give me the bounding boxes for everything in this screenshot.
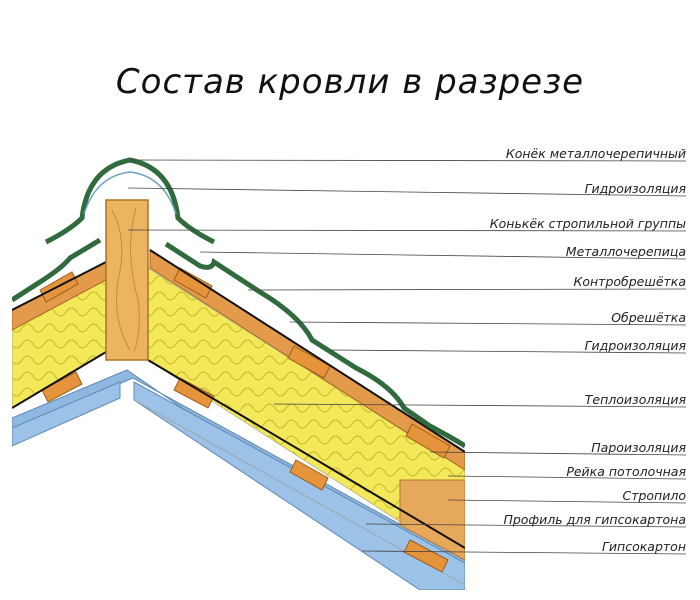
layer-label: Пароизоляция xyxy=(591,440,686,455)
metal-tile-right xyxy=(164,241,465,449)
layer-label: Стропило xyxy=(622,488,686,503)
vapour-barrier-line xyxy=(147,359,465,549)
gypsum-board-right xyxy=(133,381,465,590)
leader-line xyxy=(365,523,687,528)
layer-label: Гидроизоляция xyxy=(585,181,687,196)
roof-layers xyxy=(12,157,465,590)
layer-label: Гипсокартон xyxy=(602,539,686,554)
leader-line xyxy=(199,251,687,260)
leader-line xyxy=(289,321,687,326)
leader-line xyxy=(361,550,687,555)
leader-line xyxy=(429,451,687,456)
layer-label: Рейка потолочная xyxy=(566,464,686,479)
leader-line xyxy=(127,187,687,197)
leader-line xyxy=(247,288,687,291)
leader-lines xyxy=(127,159,687,555)
layer-label: Профиль для гипсокартона xyxy=(503,512,686,527)
layer-label: Металлочерепица xyxy=(566,244,686,259)
layer-label: Обрешётка xyxy=(611,310,686,325)
diagram-title: Состав кровли в разрезе xyxy=(115,62,585,102)
layer-label: Гидроизоляция xyxy=(585,338,687,353)
layer-label: Конёк металлочерепичный xyxy=(506,146,686,161)
leader-line xyxy=(127,229,687,232)
leader-line xyxy=(329,349,687,354)
layer-label: Теплоизоляция xyxy=(585,392,687,407)
leader-line xyxy=(447,499,687,504)
batten-set-right xyxy=(173,267,451,573)
leader-line xyxy=(129,159,687,162)
gypsum-board-left xyxy=(12,381,121,447)
leader-line xyxy=(273,403,687,408)
metal-tile-left xyxy=(12,237,102,303)
leader-line xyxy=(447,475,687,480)
layer-label: Контробрешётка xyxy=(573,274,686,289)
layer-label: Конькёк стропильной группы xyxy=(490,216,686,231)
layer-labels: Конёк металлочерепичныйГидроизоляцияКонь… xyxy=(490,146,687,554)
waterproofing-line xyxy=(149,249,465,453)
ridge-beam xyxy=(105,199,149,361)
